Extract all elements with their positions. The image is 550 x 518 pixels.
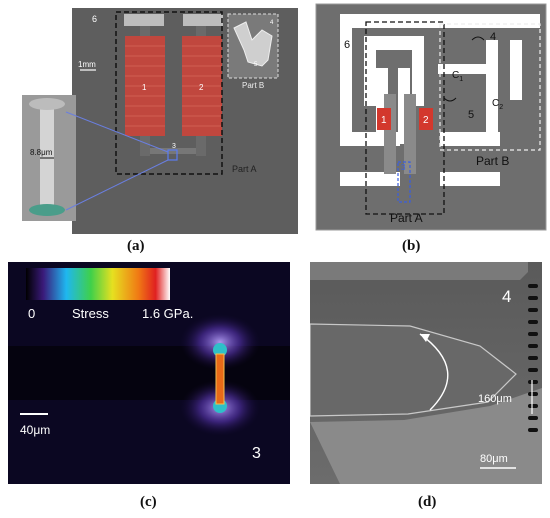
panel-b-label-1: 1 (381, 115, 387, 126)
panel-b-actuator-2 (419, 108, 433, 130)
panel-b-label-4: 4 (490, 31, 496, 43)
panel-b-label-c2: C2 (492, 98, 503, 111)
panel-d-figure: 4 160μm 80μm (310, 262, 542, 484)
caption-b: (b) (402, 238, 421, 254)
panel-c-figure: 0 Stress 1.6 GPa. 40μm 3 (8, 262, 290, 484)
panel-b-label-3: 3 (401, 163, 406, 172)
panel-b-arm-right (404, 94, 416, 174)
panel-a-connector-bottom (65, 159, 169, 211)
panel-a-connector-top (65, 111, 169, 153)
panel-a-label-4: 4 (270, 20, 274, 26)
caption-c: (c) (140, 494, 157, 510)
panel-c-colorbar-title: Stress (72, 306, 109, 321)
panel-a-scale-label: 1mm (78, 60, 96, 69)
caption-d: (d) (418, 494, 437, 510)
panel-b-label-5: 5 (468, 109, 474, 121)
panel-d-arrow-head (420, 334, 430, 342)
panel-d-lower-slope (310, 388, 542, 484)
caption-a: (a) (127, 238, 145, 254)
panel-b-specimen (397, 161, 411, 203)
panel-a-label-1: 1 (142, 83, 147, 92)
panel-d-comb-fingers (528, 284, 538, 432)
panel-a-specimen-beam (40, 102, 54, 212)
panel-a-part-b-structure (233, 21, 273, 67)
panel-c-scale-label: 40μm (20, 423, 50, 437)
panel-a-specimen-pad-bottom (29, 204, 65, 216)
panel-a-top-bar-left (124, 14, 164, 26)
panel-a-label-5: 5 (254, 62, 258, 68)
panel-c-specimen (215, 353, 225, 405)
panel-c-colorbar-min: 0 (28, 306, 35, 321)
panel-a-specimen-pad-top (29, 98, 65, 110)
panel-b-arrow-4 (471, 36, 485, 41)
panel-c-label-3: 3 (252, 445, 261, 462)
panel-a-bridge (150, 148, 196, 154)
panel-b-actuator-1 (377, 108, 391, 130)
panel-a-width-label: 8.8μm (30, 148, 53, 157)
panel-a-figure: 6 1mm 1 2 3 8.8μm Part A Part B 5 4 (22, 8, 298, 234)
panel-b-arm-left (384, 94, 396, 174)
panel-b-part-b-box (439, 23, 541, 151)
panel-a-part-a-label: Part A (232, 164, 257, 174)
panel-a-label-6: 6 (92, 14, 97, 24)
panel-d-label-4: 4 (502, 287, 511, 306)
panel-c-glow-top (180, 314, 260, 370)
panel-b-label-2: 2 (423, 115, 429, 126)
panel-c-colorbar (26, 268, 170, 300)
panel-a-part-b-label: Part B (242, 81, 264, 90)
panel-a-top-bar-right (183, 14, 223, 26)
panel-a-specimen-marker (167, 149, 178, 161)
panel-b-part-a-label: Part A (390, 211, 423, 225)
panel-d-comb-tooth (310, 323, 517, 417)
panel-a-part-a-box (115, 11, 223, 175)
panel-c-colorbar-max: 1.6 GPa. (142, 306, 193, 321)
panel-b-label-6: 6 (344, 39, 350, 51)
panel-d-rotation-arrow (419, 333, 449, 411)
panel-b-part-a-box (365, 21, 445, 215)
panel-d-top-ledge (310, 262, 528, 280)
panel-b-figure: 6 4 C1 C2 5 1 2 3 Part A Part B (315, 3, 547, 231)
panel-b-label-c1: C1 (452, 70, 463, 83)
panel-b-part-b-label: Part B (476, 154, 509, 168)
panel-d-scale-label: 80μm (480, 453, 508, 465)
panel-b-arrow-5 (443, 97, 457, 102)
panel-d-gap-label: 160μm (478, 393, 512, 405)
panel-a-label-3: 3 (172, 143, 176, 150)
panel-a-label-2: 2 (199, 83, 204, 92)
